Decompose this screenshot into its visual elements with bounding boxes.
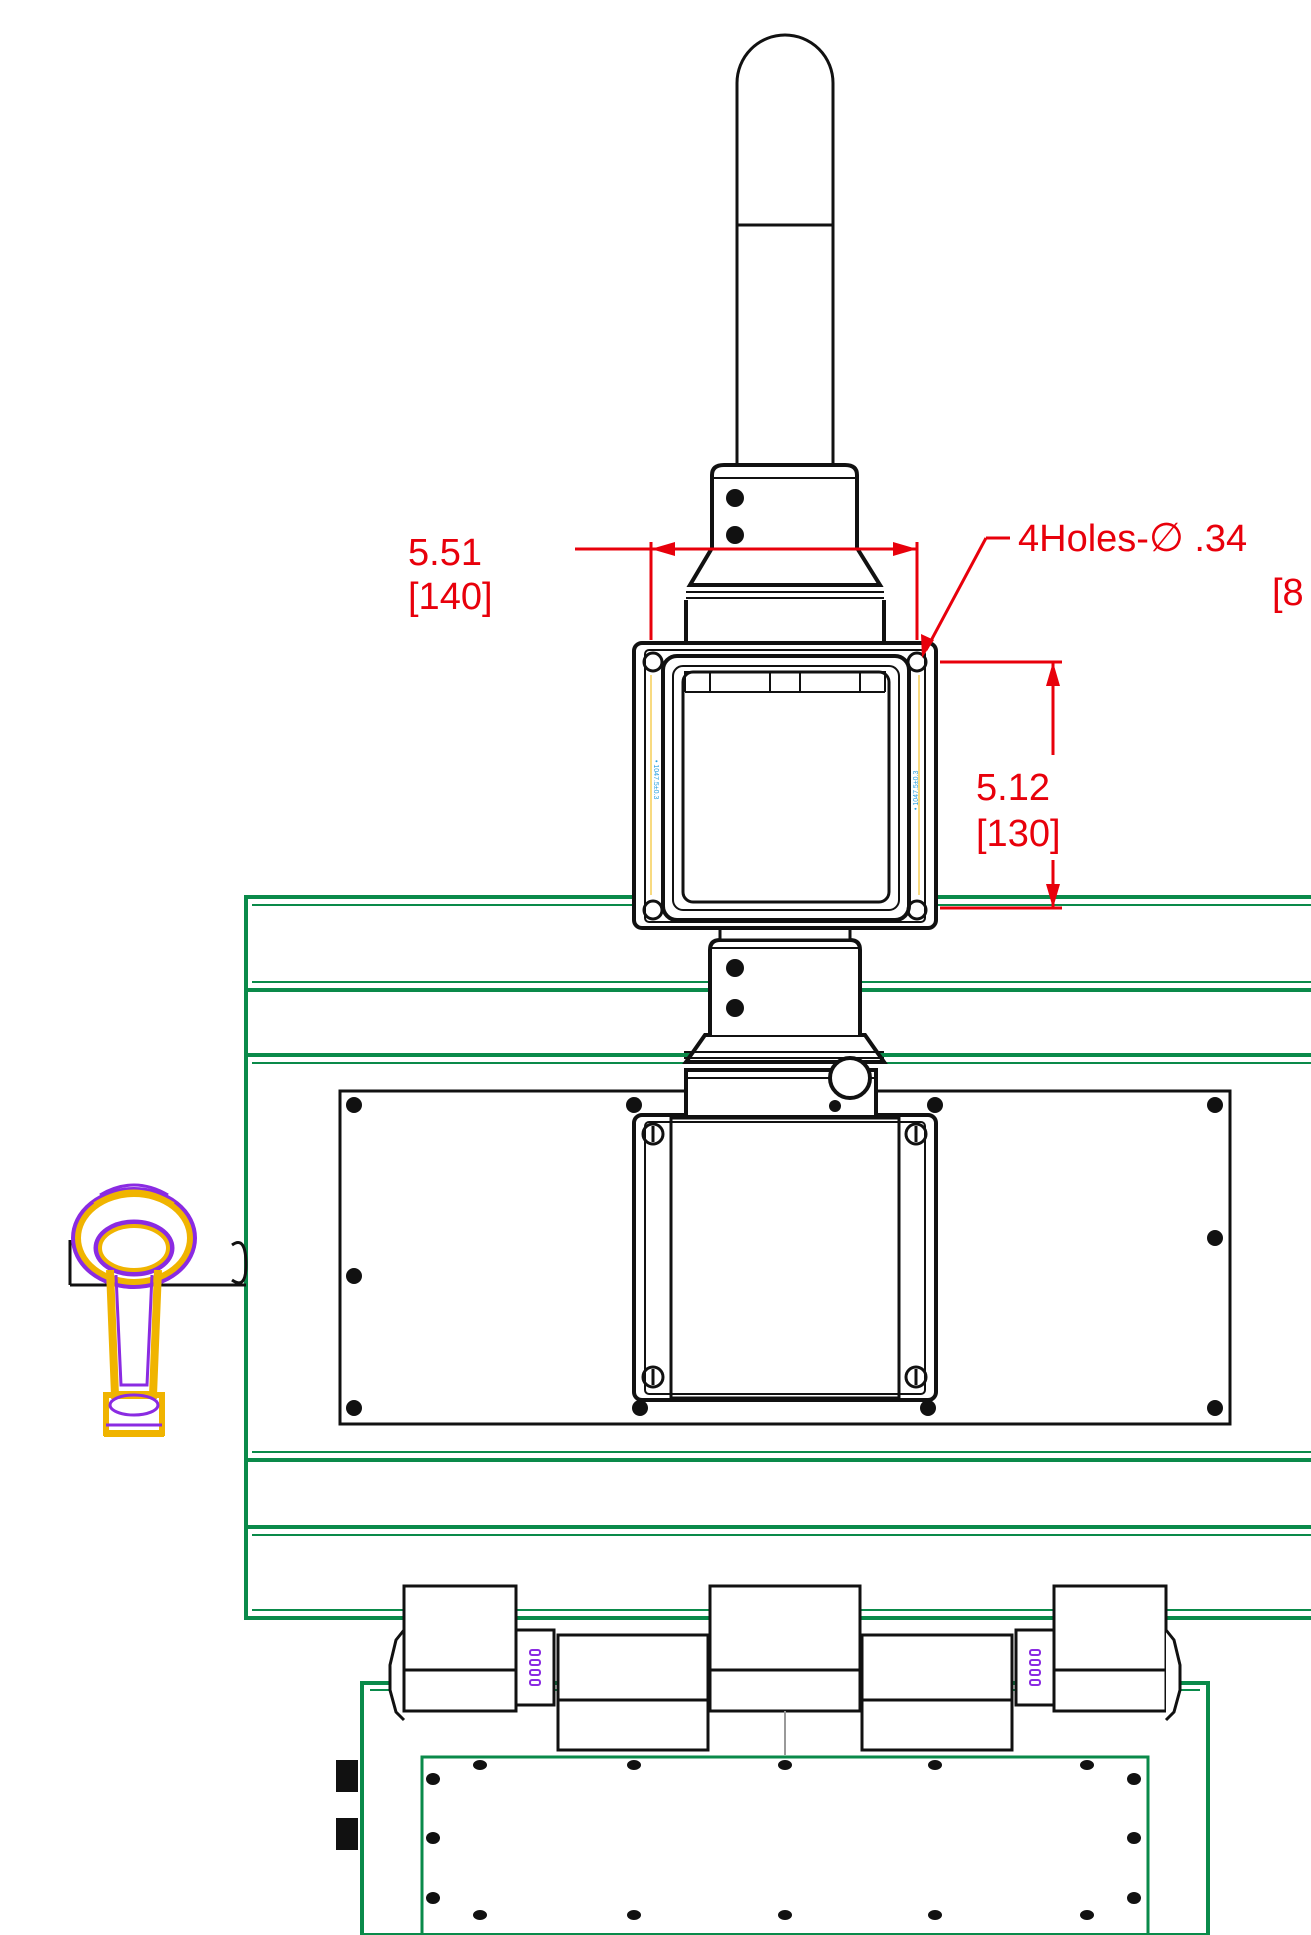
height-dimension: [940, 660, 1062, 910]
width-dim-inches: 5.51: [408, 532, 482, 574]
lower-post-screws: [726, 959, 841, 1112]
holes-value: .34: [1184, 518, 1247, 560]
holes-leader: [921, 536, 1010, 658]
bottom-connectors: [388, 1584, 1182, 1755]
back-plate: [338, 1089, 1232, 1426]
side-plugs: [336, 1760, 358, 1850]
width-dim-mm: [140]: [408, 576, 493, 618]
upper-mount-post: [684, 463, 886, 647]
upper-post-screws: [726, 489, 744, 544]
side-bracket: [68, 1183, 248, 1437]
lower-plate-screws: [426, 1760, 1141, 1920]
holes-callout: 4Holes-∅ .34: [1018, 516, 1247, 560]
left-flange-label: • 1047.5±0.3: [652, 760, 659, 799]
connector-pins: [529, 1649, 1041, 1686]
lower-enclosure: [632, 1113, 938, 1402]
cut-off-dimension: [8: [1272, 572, 1304, 614]
width-dimension: [575, 542, 919, 640]
diameter-symbol: ∅: [1149, 516, 1184, 560]
holes-label: 4Holes-: [1018, 518, 1149, 560]
antenna: [735, 33, 835, 472]
upper-enclosure: [632, 641, 938, 930]
height-dim-mm: [130]: [976, 813, 1061, 855]
right-flange-label: • 1047.5±0.3: [913, 771, 920, 810]
lower-mount-post: [682, 918, 888, 1115]
height-dim-inches: 5.12: [976, 767, 1050, 809]
